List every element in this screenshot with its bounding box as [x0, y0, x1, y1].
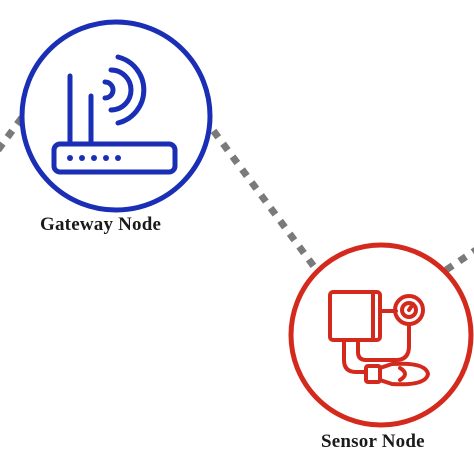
- sensor-node: [288, 242, 474, 428]
- router-status-lights: [67, 155, 121, 161]
- gateway-node-circle: [19, 19, 213, 213]
- gateway-node-label: Gateway Node: [40, 214, 162, 235]
- link-sensor-to-offscreen: [444, 247, 474, 273]
- wifi-router-icon: [51, 54, 178, 175]
- link-gateway-to-sensor: [201, 115, 321, 275]
- blood-pressure-monitor-icon: [328, 290, 430, 387]
- gateway-node: [19, 19, 213, 213]
- sensor-node-label: Sensor Node: [321, 431, 425, 452]
